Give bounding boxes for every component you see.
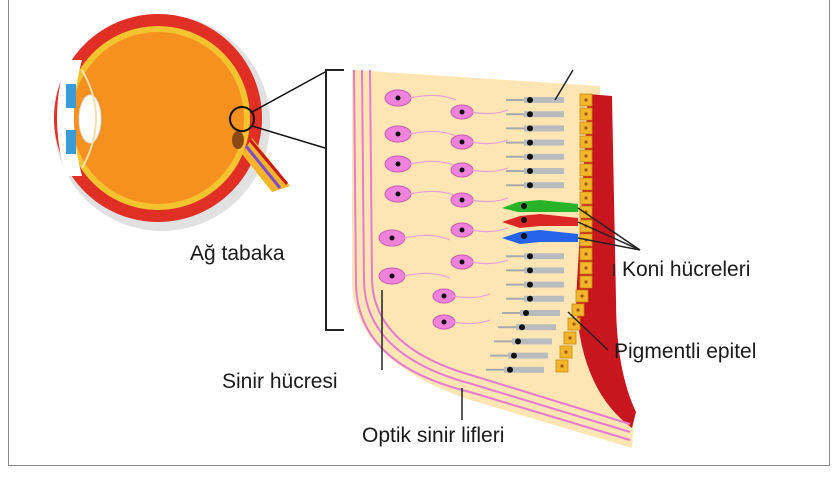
rod-nucleus — [527, 282, 533, 288]
eyeball-illustration — [54, 14, 325, 231]
label-cones: Koni hücreleri — [622, 258, 750, 282]
pigment-nucleus — [584, 266, 587, 269]
pigment-nucleus — [584, 252, 587, 255]
pigment-nucleus — [584, 154, 587, 157]
pigment-nucleus — [572, 322, 575, 325]
rod-nucleus — [523, 310, 529, 316]
rod-nucleus — [527, 125, 533, 131]
ganglion-nucleus — [396, 192, 401, 197]
pigment-nucleus — [584, 98, 587, 101]
cone-blue-nucleus — [521, 233, 527, 239]
rod-nucleus — [515, 338, 521, 344]
rod-nucleus — [527, 168, 533, 174]
pigment-nucleus — [580, 294, 583, 297]
rod-nucleus — [527, 97, 533, 103]
ganglion-nucleus — [390, 236, 395, 241]
pigment-nucleus — [584, 182, 587, 185]
blind-spot — [232, 131, 244, 149]
bipolar-nucleus — [442, 294, 447, 299]
pigment-nucleus — [584, 168, 587, 171]
pigment-nucleus — [584, 112, 587, 115]
rod-nucleus — [527, 182, 533, 188]
bipolar-nucleus — [460, 168, 465, 173]
pigment-nucleus — [584, 126, 587, 129]
bipolar-nucleus — [442, 320, 447, 325]
bipolar-nucleus — [460, 110, 465, 115]
label-retina: Ağ tabaka — [190, 242, 285, 266]
cone-green-nucleus — [521, 203, 527, 209]
pigment-nucleus — [564, 350, 567, 353]
rod-nucleus — [527, 296, 533, 302]
cone-red-nucleus — [521, 217, 527, 223]
rod-nucleus — [527, 267, 533, 273]
rod-nucleus — [527, 111, 533, 117]
bipolar-nucleus — [460, 198, 465, 203]
pigment-nucleus — [560, 364, 563, 367]
label-nerve-cell: Sinir hücresi — [222, 370, 338, 394]
ganglion-nucleus — [396, 96, 401, 101]
iris-bottom — [66, 130, 76, 154]
rod-nucleus — [519, 324, 525, 330]
ganglion-nucleus — [396, 132, 401, 137]
pigment-nucleus — [584, 280, 587, 283]
retina-bracket — [326, 70, 344, 330]
label-optic-fibers: Optik sinir lifleri — [362, 424, 504, 448]
pigment-nucleus — [584, 140, 587, 143]
retina-section — [352, 70, 636, 448]
rod-nucleus — [507, 367, 513, 373]
pigment-nucleus — [584, 196, 587, 199]
bipolar-nucleus — [460, 228, 465, 233]
bipolar-nucleus — [460, 140, 465, 145]
iris-top — [66, 84, 76, 108]
pigment-nucleus — [568, 336, 571, 339]
label-pigment-epithelium: Pigmentli epitel — [614, 340, 756, 364]
bipolar-nucleus — [460, 260, 465, 265]
lens — [79, 95, 101, 143]
ganglion-nucleus — [396, 162, 401, 167]
rod-nucleus — [527, 140, 533, 146]
ganglion-nucleus — [390, 274, 395, 279]
rod-nucleus — [527, 253, 533, 259]
rod-nucleus — [527, 154, 533, 160]
pigment-nucleus — [576, 308, 579, 311]
cone-cells — [502, 200, 578, 244]
rod-nucleus — [511, 353, 517, 359]
